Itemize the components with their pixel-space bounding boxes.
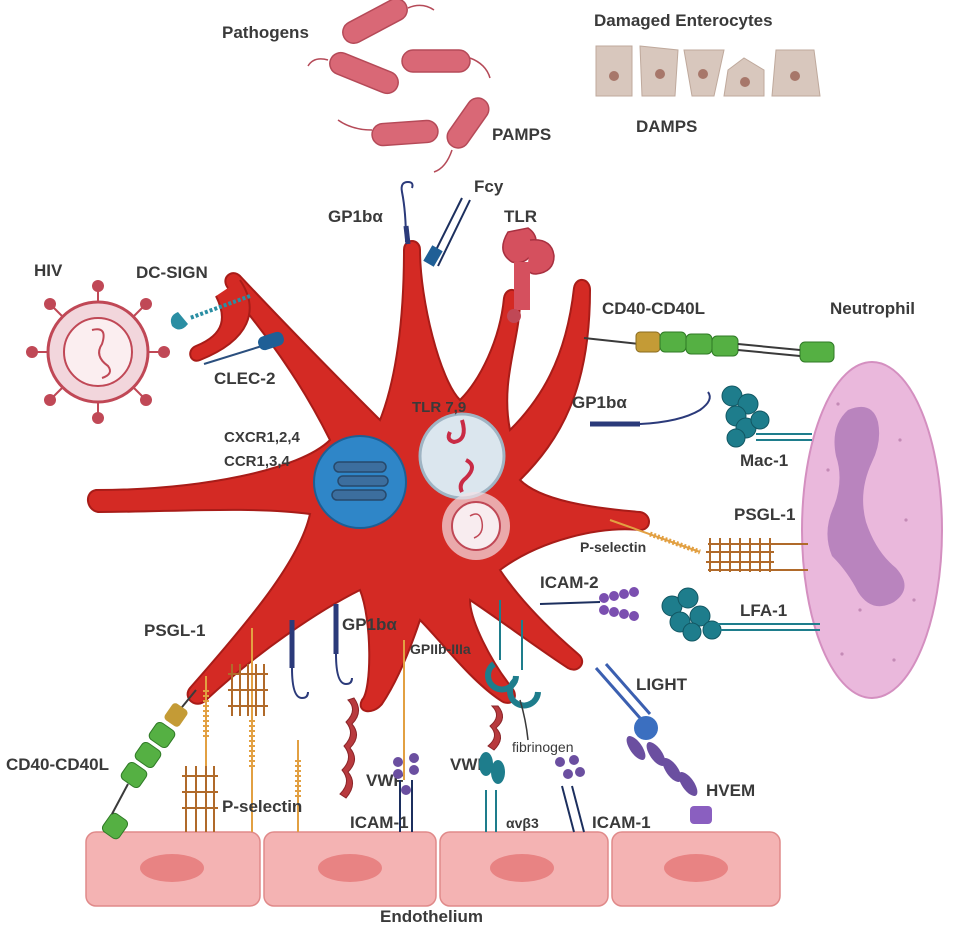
gp1ba-right-receptor: GP1bα bbox=[572, 391, 711, 427]
p-selectin-right-label: P-selectin bbox=[580, 539, 646, 555]
ccr-label: CCR1,3,4 bbox=[224, 453, 291, 470]
icam1-left: ICAM-1 bbox=[350, 640, 419, 832]
p-selectin-bottom: P-selectin bbox=[203, 628, 302, 832]
lfa1-receptor: LFA-1 bbox=[661, 587, 820, 642]
pathogens-label: Pathogens bbox=[222, 23, 309, 42]
neutrophil-label: Neutrophil bbox=[830, 299, 915, 318]
hvem-label: HVEM bbox=[706, 781, 755, 800]
cd40-cd40l-left: CD40-CD40L bbox=[6, 689, 197, 840]
icam2-receptor: ICAM-2 bbox=[539, 573, 639, 621]
gpiib-receptor: GPIIb-IIIa bbox=[410, 600, 541, 709]
cd40-cd40l-right: CD40-CD40L bbox=[583, 299, 835, 363]
tlr-label: TLR bbox=[504, 207, 537, 226]
fibrinogen-label: fibrinogen bbox=[512, 739, 574, 755]
icam1-left-label: ICAM-1 bbox=[350, 813, 409, 832]
gp1ba-bottom-label: GP1bα bbox=[342, 615, 397, 634]
vwf-right-label: VWF bbox=[450, 755, 488, 774]
hiv-virion: HIV bbox=[26, 261, 170, 424]
gpiib-label: GPIIb-IIIa bbox=[410, 641, 471, 657]
dc-sign-receptor: DC-SIGN bbox=[136, 263, 251, 330]
damps-label: DAMPS bbox=[636, 117, 697, 136]
gp1ba-top-receptor: GP1bα bbox=[328, 180, 414, 245]
platelet-cell bbox=[87, 240, 650, 713]
gp1ba-bottom-receptors: GP1bα bbox=[289, 604, 397, 700]
damaged-enterocytes-label: Damaged Enterocytes bbox=[594, 11, 773, 30]
pamps-label: PAMPS bbox=[492, 125, 551, 144]
fcy-receptor: Fcy bbox=[423, 177, 504, 267]
tlr-receptor: TLR bbox=[502, 207, 555, 323]
p-selectin-right: P-selectin bbox=[580, 519, 701, 555]
avb3-integrin: αvβ3 bbox=[479, 752, 539, 832]
cxcr-label: CXCR1,2,4 bbox=[224, 429, 301, 446]
light-label: LIGHT bbox=[636, 675, 688, 694]
endothelium-group: Endothelium bbox=[85, 831, 781, 926]
cd40-cd40l-right-label: CD40-CD40L bbox=[602, 299, 705, 318]
dc-sign-label: DC-SIGN bbox=[136, 263, 208, 282]
tlr79-label: TLR 7,9 bbox=[412, 399, 466, 416]
psgl1-left-label: PSGL-1 bbox=[144, 621, 205, 640]
neutrophil-group: Neutrophil bbox=[801, 299, 943, 699]
mac1-receptor: Mac-1 bbox=[721, 385, 812, 470]
clec2-receptor: CLEC-2 bbox=[182, 331, 284, 388]
avb3-label: αvβ3 bbox=[506, 815, 539, 831]
clec2-label: CLEC-2 bbox=[214, 369, 275, 388]
psgl1-bottom-grids bbox=[182, 664, 268, 832]
psgl1-right-label: PSGL-1 bbox=[734, 505, 795, 524]
p-selectin-bottom-label: P-selectin bbox=[222, 797, 302, 816]
light-hvem: LIGHT HVEM bbox=[594, 663, 755, 824]
vwf-right: VWF bbox=[450, 705, 503, 774]
mac1-label: Mac-1 bbox=[740, 451, 788, 470]
hiv-label: HIV bbox=[34, 261, 63, 280]
gp1ba-top-label: GP1bα bbox=[328, 207, 383, 226]
fibrinogen: fibrinogen bbox=[512, 699, 574, 755]
icam1-right-label: ICAM-1 bbox=[592, 813, 651, 832]
vwf-left: VWF bbox=[339, 697, 404, 799]
icam1-right: ICAM-1 bbox=[555, 755, 651, 833]
damaged-enterocytes-group: Damaged Enterocytes DAMPS bbox=[594, 11, 821, 136]
fcy-label: Fcy bbox=[474, 177, 504, 196]
pathogens-group: Pathogens PAMPS bbox=[222, 0, 551, 173]
cd40-cd40l-left-label: CD40-CD40L bbox=[6, 755, 109, 774]
gp1ba-right-label: GP1bα bbox=[572, 393, 627, 412]
endothelium-label: Endothelium bbox=[380, 907, 483, 926]
lfa1-label: LFA-1 bbox=[740, 601, 787, 620]
psgl1-right: PSGL-1 bbox=[706, 505, 808, 572]
icam2-label: ICAM-2 bbox=[540, 573, 599, 592]
